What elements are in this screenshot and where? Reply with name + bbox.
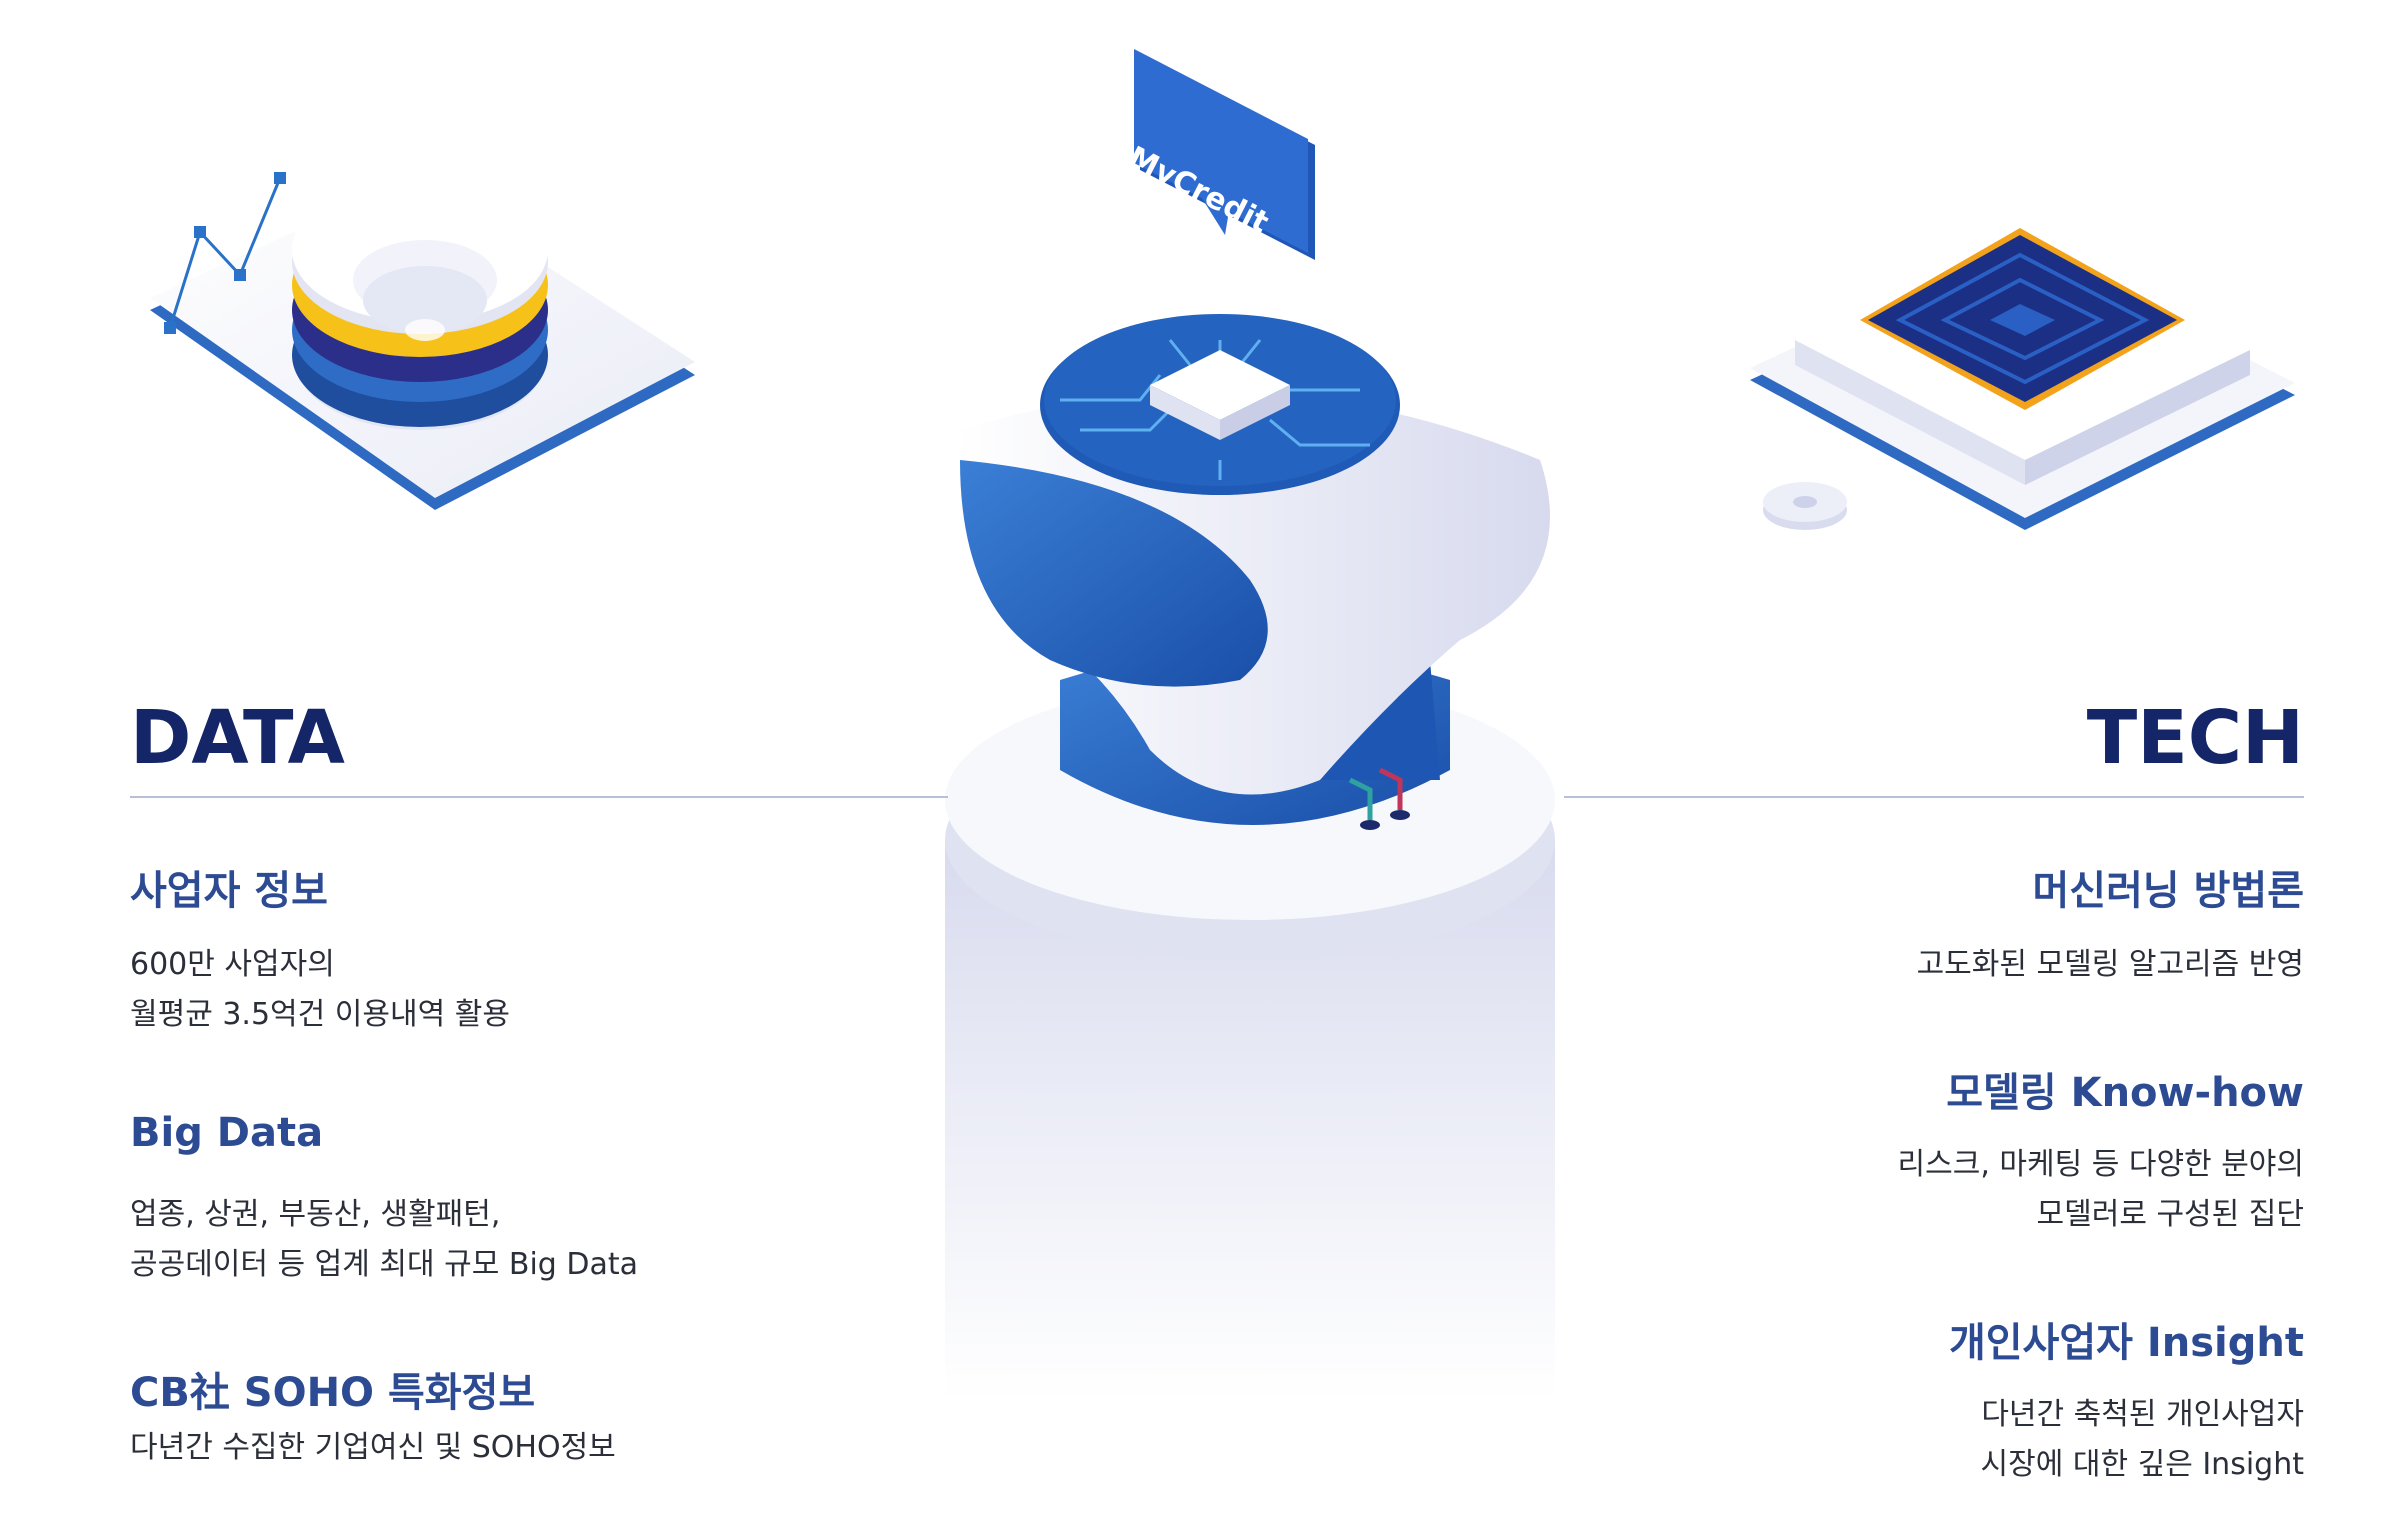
tech-item-description: 고도화된 모델링 알고리즘 반영 [1916, 947, 2304, 982]
ai-robot-illustration [945, 314, 1555, 1400]
data-item-description: 업종, 상권, 부동산, 생활패턴, 공공데이터 등 업계 최대 규모 Big … [130, 1197, 639, 1282]
tech-divider [1564, 796, 2304, 798]
mycredit-speech-bubble [1134, 49, 1315, 260]
data-heading: DATA [130, 695, 345, 781]
data-item-title: CB社 SOHO 특화정보 [130, 1370, 536, 1416]
tech-item-description: 리스크, 마케팅 등 다양한 분야의 모델러로 구성된 집단 [1897, 1147, 2304, 1232]
chip-illustration [1750, 228, 2295, 530]
tech-item-title: 개인사업자 Insight [1948, 1320, 2304, 1366]
donut-chart-illustration [150, 172, 695, 510]
data-item-description: 다년간 수집한 기업여신 및 SOHO정보 [130, 1430, 616, 1465]
data-item-description: 600만 사업자의 월평균 3.5억건 이용내역 활용 [130, 947, 510, 1032]
data-item-title: Big Data [130, 1110, 324, 1156]
tech-item-title: 머신러닝 방법론 [2032, 868, 2304, 914]
tech-item-description: 다년간 축척된 개인사업자 시장에 대한 깊은 Insight [1980, 1397, 2304, 1482]
data-divider [130, 796, 948, 798]
tech-heading: TECH [2086, 695, 2304, 781]
data-item-title: 사업자 정보 [130, 868, 328, 914]
tech-item-title: 모델링 Know-how [1946, 1070, 2304, 1116]
